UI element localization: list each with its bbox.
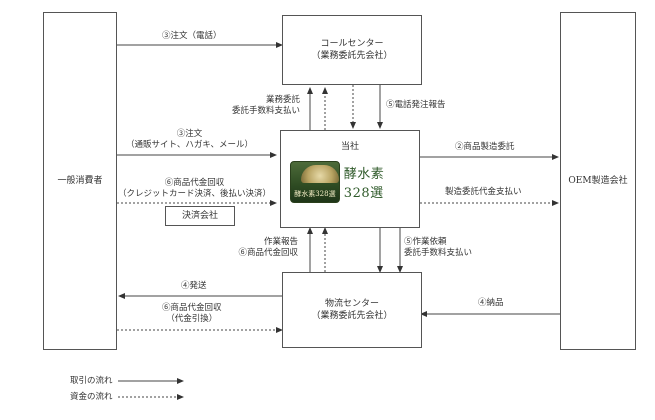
label-cod-line2: （代金引換） bbox=[166, 313, 218, 324]
label-delivery: ④納品 bbox=[478, 298, 504, 308]
consumer-label: 一般消費者 bbox=[57, 175, 103, 186]
label-product-payment-line2: （クレジットカード決済、後払い決済） bbox=[118, 188, 272, 199]
label-order-web-line2: （通販サイト、ハガキ、メール） bbox=[126, 139, 253, 150]
label-work-report-line1: 作業報告 bbox=[263, 237, 298, 247]
label-work-report-line2: ⑥商品代金回収 bbox=[238, 247, 298, 258]
logistics-box: 物流センター （業務委託先会社） bbox=[282, 272, 422, 348]
label-work-request-line2: 委託手数料支払い bbox=[404, 247, 473, 258]
label-mfg-request: ②商品製造委託 bbox=[455, 142, 515, 152]
label-product-payment-line1: ⑥商品代金回収 bbox=[164, 178, 225, 188]
product-logo: 酵水素328選 酵水素328選 bbox=[290, 160, 410, 204]
label-outsourcing: 業務委託 委託手数料支払い bbox=[232, 95, 300, 116]
label-product-payment: ⑥商品代金回収 （クレジットカード決済、後払い決済） bbox=[118, 178, 271, 199]
legend-funds: 資金の流れ bbox=[70, 392, 113, 402]
label-work-report: 作業報告 ⑥商品代金回収 bbox=[238, 237, 298, 258]
call-center-label: コールセンター bbox=[320, 38, 384, 49]
label-mfg-payment: 製造委託代金支払い bbox=[445, 187, 522, 197]
label-order-report: ⑤電話発注報告 bbox=[386, 100, 446, 110]
logistics-sublabel: （業務委託先会社） bbox=[311, 311, 393, 321]
label-outsourcing-line1: 業務委託 bbox=[265, 95, 300, 105]
label-order-phone: ③注文（電話） bbox=[162, 31, 222, 41]
settlement-label: 決済会社 bbox=[181, 210, 218, 221]
label-order-web: ③注文 （通販サイト、ハガキ、メール） bbox=[126, 129, 253, 150]
call-center-box: コールセンター （業務委託先会社） bbox=[282, 15, 422, 85]
label-order-web-line1: ③注文 bbox=[176, 129, 203, 139]
oem-box: OEM製造会社 bbox=[560, 12, 636, 350]
logo-text: 酵水素328選 bbox=[343, 167, 385, 201]
logo-badge: 酵水素328選 bbox=[290, 161, 340, 203]
call-center-sublabel: （業務委託先会社） bbox=[311, 51, 393, 61]
label-cod-line1: ⑥商品代金回収 bbox=[162, 303, 222, 313]
settlement-box: 決済会社 bbox=[165, 206, 235, 226]
company-box: 当社 bbox=[280, 130, 420, 228]
label-shipping: ④発送 bbox=[181, 281, 207, 291]
consumer-box: 一般消費者 bbox=[43, 12, 117, 350]
label-work-request: ⑤作業依頼 委託手数料支払い bbox=[404, 237, 472, 258]
label-outsourcing-line2: 委託手数料支払い bbox=[231, 105, 300, 116]
label-cod: ⑥商品代金回収 （代金引換） bbox=[162, 303, 222, 324]
legend-transaction: 取引の流れ bbox=[70, 376, 113, 386]
logo-badge-text: 酵水素328選 bbox=[294, 190, 336, 198]
logistics-label: 物流センター bbox=[324, 298, 379, 309]
company-label: 当社 bbox=[340, 142, 359, 152]
oem-label: OEM製造会社 bbox=[568, 175, 628, 186]
label-work-request-line1: ⑤作業依頼 bbox=[404, 237, 447, 247]
